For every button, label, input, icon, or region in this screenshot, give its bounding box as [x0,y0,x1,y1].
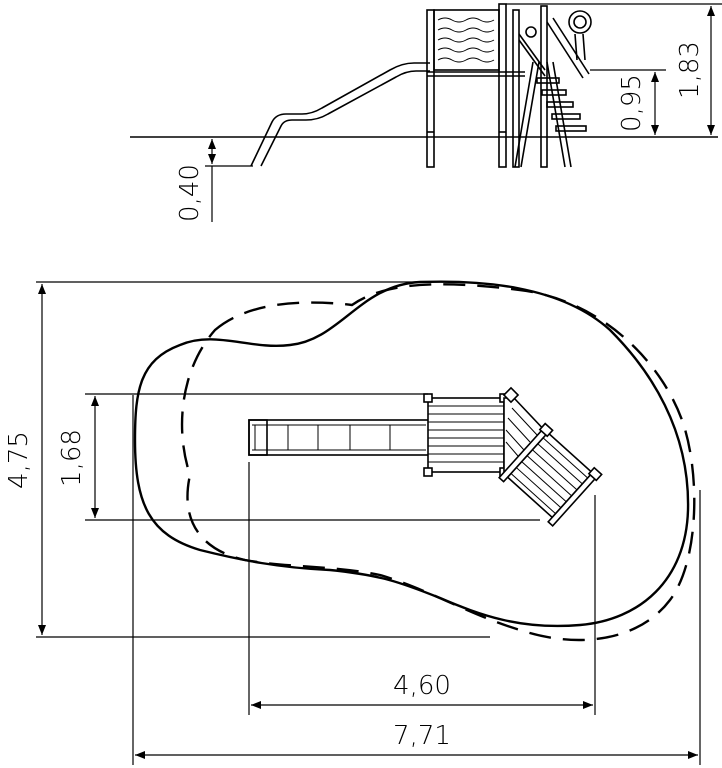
dimension-equipment-length: 4,60 [248,462,596,715]
ladder-side-view [512,5,592,168]
label-foundation-depth: 0,40 [175,164,205,222]
dimension-platform-height: 0,95 [590,69,666,135]
label-safety-area-depth: 4,75 [4,431,34,489]
label-total-height: 1,83 [675,41,705,99]
ladder-top-view [498,422,603,527]
platform-top-view [423,386,550,479]
safety-area-outline [133,280,690,628]
plan-view: 4,75 1,68 4,60 7,71 [4,280,701,765]
safety-area-outline-dashed [180,283,696,642]
dimension-total-height: 1,83 [506,3,722,135]
dimension-safety-area-length: 7,71 [132,395,701,765]
tower-side-view [426,3,525,168]
label-equipment-length: 4,60 [393,671,451,701]
dimension-safety-area-depth: 4,75 [4,281,490,638]
slide-top-view [248,419,430,456]
dimension-foundation-depth: 0,40 [175,139,253,222]
dimension-equipment-depth: 1,68 [57,393,540,521]
label-safety-area-length: 7,71 [393,721,451,751]
label-platform-height: 0,95 [617,74,647,132]
elevation-view: 1,83 0,95 0,40 [130,3,722,222]
label-equipment-depth: 1,68 [57,429,87,487]
slide-side-view [250,62,430,167]
